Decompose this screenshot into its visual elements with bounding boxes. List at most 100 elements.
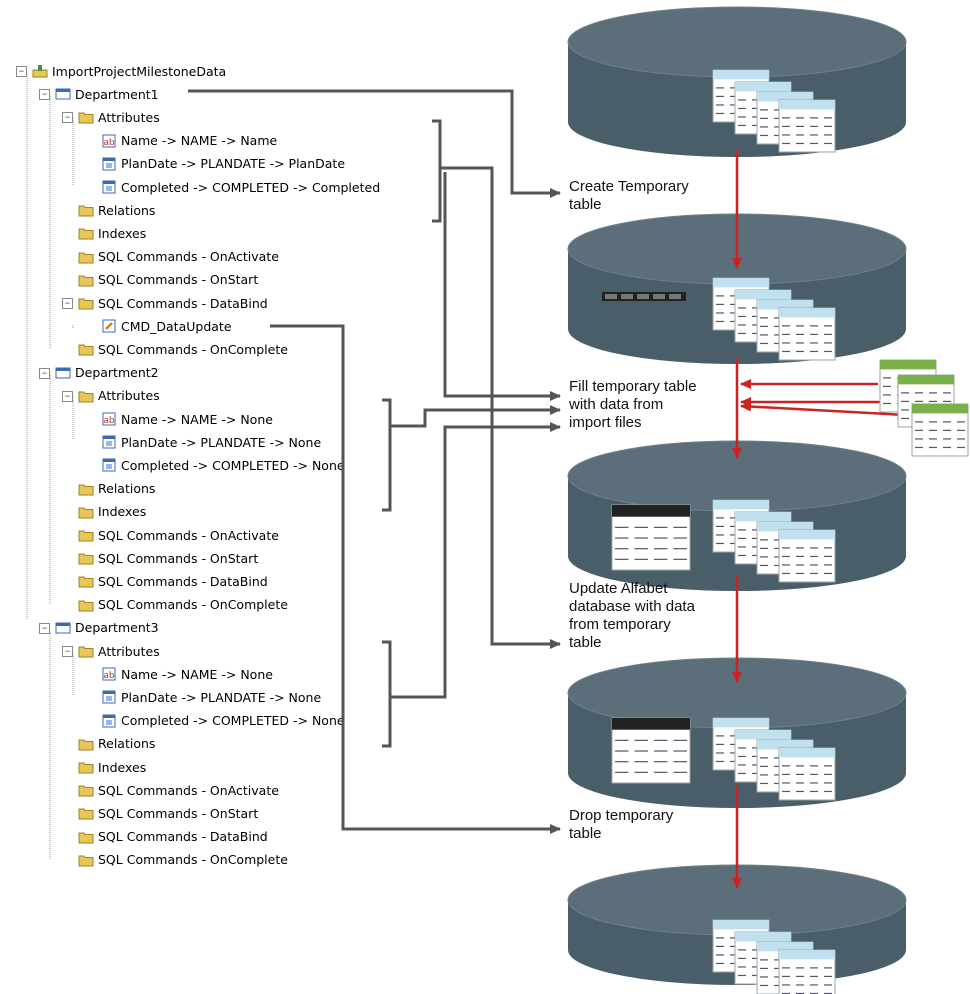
database-updated [567, 657, 907, 808]
database-temp-table-filled [567, 440, 907, 591]
tables-stack [712, 919, 836, 994]
tree-node-attribute-label: PlanDate -> PLANDATE -> PlanDate [121, 156, 346, 172]
string-attribute-icon: ab [101, 412, 121, 426]
tree-node-sql-databind[interactable]: SQL Commands - DataBind [78, 571, 268, 591]
database-initial [567, 6, 907, 157]
folder-icon [78, 528, 98, 542]
tree-node-sql-onstart-label: SQL Commands - OnStart [98, 272, 259, 288]
tree-node-sql-onactivate[interactable]: SQL Commands - OnActivate [78, 525, 279, 545]
tree-node-attribute[interactable]: PlanDate -> PLANDATE -> None [101, 432, 321, 452]
tree-node-sql-onactivate[interactable]: SQL Commands - OnActivate [78, 247, 279, 267]
connector-line [440, 166, 561, 649]
date-attribute-icon [101, 157, 121, 171]
collapse-toggle-icon[interactable]: − [62, 298, 73, 309]
tree-node-department2-label: Department2 [75, 365, 159, 381]
string-attribute-icon: ab [101, 134, 121, 148]
tree-node-attribute[interactable]: Completed -> COMPLETED -> Completed [101, 177, 380, 197]
date-attribute-icon [101, 458, 121, 472]
connector-line [382, 398, 392, 512]
tree-node-sql-onstart[interactable]: SQL Commands - OnStart [78, 803, 258, 823]
database-with-temp-table [567, 213, 907, 364]
tree-node-sql-onstart[interactable]: SQL Commands - OnStart [78, 270, 258, 290]
date-attribute-icon [101, 435, 121, 449]
tree-node-indexes-label: Indexes [98, 225, 147, 241]
step-drop-temporary-table: Drop temporary table [569, 807, 674, 842]
tree-node-department2[interactable]: Department2 [55, 363, 159, 383]
tree-node-department1[interactable]: Department1 [55, 84, 159, 104]
tree-node-sql-oncomplete-label: SQL Commands - OnComplete [98, 852, 288, 868]
folder-icon [78, 250, 98, 264]
folder-icon [78, 830, 98, 844]
table-icon [778, 99, 836, 153]
collapse-toggle-icon[interactable]: − [16, 66, 27, 77]
date-attribute-icon [101, 690, 121, 704]
folder-icon [78, 644, 98, 658]
tree-node-attribute-label: Name -> NAME -> None [121, 411, 273, 427]
tree-node-attribute-label: Completed -> COMPLETED -> None [121, 713, 345, 729]
step-update-alfabet-database: Update Alfabet database with data from t… [569, 580, 695, 651]
tree-node-attribute[interactable]: PlanDate -> PLANDATE -> None [101, 687, 321, 707]
collapse-toggle-icon[interactable]: − [62, 390, 73, 402]
collapse-toggle-icon[interactable]: − [62, 112, 73, 124]
tree-node-sql-databind-label: SQL Commands - DataBind [98, 829, 268, 845]
tree-node-attribute-label: Name -> NAME -> None [121, 666, 273, 682]
tree-node-attributes[interactable]: Attributes [78, 107, 160, 127]
tree-node-sql-onactivate-label: SQL Commands - OnActivate [98, 782, 279, 798]
tree-node-relations[interactable]: Relations [78, 200, 155, 220]
folder-icon [78, 853, 98, 867]
tree-node-cmd-dataupdate[interactable]: CMD_DataUpdate [101, 316, 232, 336]
tree-root-node[interactable]: ImportProjectMilestoneData [32, 61, 226, 81]
tree-node-relations[interactable]: Relations [78, 479, 155, 499]
folder-icon [78, 551, 98, 565]
tree-node-indexes[interactable]: Indexes [78, 223, 146, 243]
table-icon [778, 307, 836, 361]
tree-node-attribute[interactable]: Completed -> COMPLETED -> None [101, 711, 345, 731]
table-icon [778, 529, 836, 583]
table-icon [778, 949, 836, 994]
tree-node-sql-onactivate[interactable]: SQL Commands - OnActivate [78, 780, 279, 800]
tree-root-node-label: ImportProjectMilestoneData [52, 63, 227, 79]
connector-line [188, 89, 561, 198]
tree-node-indexes-label: Indexes [98, 504, 147, 520]
tree-node-attributes[interactable]: Attributes [78, 641, 160, 661]
tree-node-sql-databind[interactable]: SQL Commands - DataBind [78, 827, 268, 847]
tree-node-indexes[interactable]: Indexes [78, 502, 146, 522]
tree-node-attribute[interactable]: Completed -> COMPLETED -> None [101, 455, 345, 475]
tree-node-sql-oncomplete[interactable]: SQL Commands - OnComplete [78, 595, 288, 615]
tree-node-sql-onactivate-label: SQL Commands - OnActivate [98, 527, 279, 543]
folder-icon [78, 389, 98, 403]
folder-icon [78, 203, 98, 217]
collapse-toggle-icon[interactable]: − [62, 646, 73, 657]
tree-node-sql-onstart[interactable]: SQL Commands - OnStart [78, 548, 258, 568]
tree-node-indexes[interactable]: Indexes [78, 757, 146, 777]
tree-node-attributes[interactable]: Attributes [78, 386, 160, 406]
collapse-toggle-icon[interactable]: − [39, 89, 50, 101]
folder-icon [78, 296, 98, 310]
connector-line [443, 172, 561, 401]
date-attribute-icon [101, 180, 121, 194]
collapse-toggle-icon[interactable]: − [39, 622, 50, 634]
tree-node-sql-oncomplete[interactable]: SQL Commands - OnComplete [78, 339, 288, 359]
collapse-toggle-icon[interactable]: − [39, 367, 50, 379]
folder-icon [78, 574, 98, 588]
tree-node-attribute[interactable]: PlanDate -> PLANDATE -> PlanDate [101, 154, 345, 174]
tree-node-department3-label: Department3 [75, 620, 159, 636]
tree-node-relations[interactable]: Relations [78, 734, 155, 754]
tree-node-attributes-label: Attributes [98, 388, 160, 404]
tree-node-relations-label: Relations [98, 736, 156, 752]
flow-arrows [732, 150, 961, 889]
tree-node-attribute-label: Completed -> COMPLETED -> Completed [121, 179, 381, 195]
folder-icon [78, 806, 98, 820]
tree-node-attribute-label: PlanDate -> PLANDATE -> None [121, 434, 322, 450]
tree-node-department3[interactable]: Department3 [55, 618, 159, 638]
folder-icon [78, 226, 98, 240]
tree-node-sql-databind[interactable]: SQL Commands - DataBind [78, 293, 268, 313]
connector-line [270, 324, 561, 834]
folder-icon [78, 342, 98, 356]
tree-node-sql-oncomplete[interactable]: SQL Commands - OnComplete [78, 850, 288, 870]
tree-node-attribute-label: Completed -> COMPLETED -> None [121, 457, 345, 473]
